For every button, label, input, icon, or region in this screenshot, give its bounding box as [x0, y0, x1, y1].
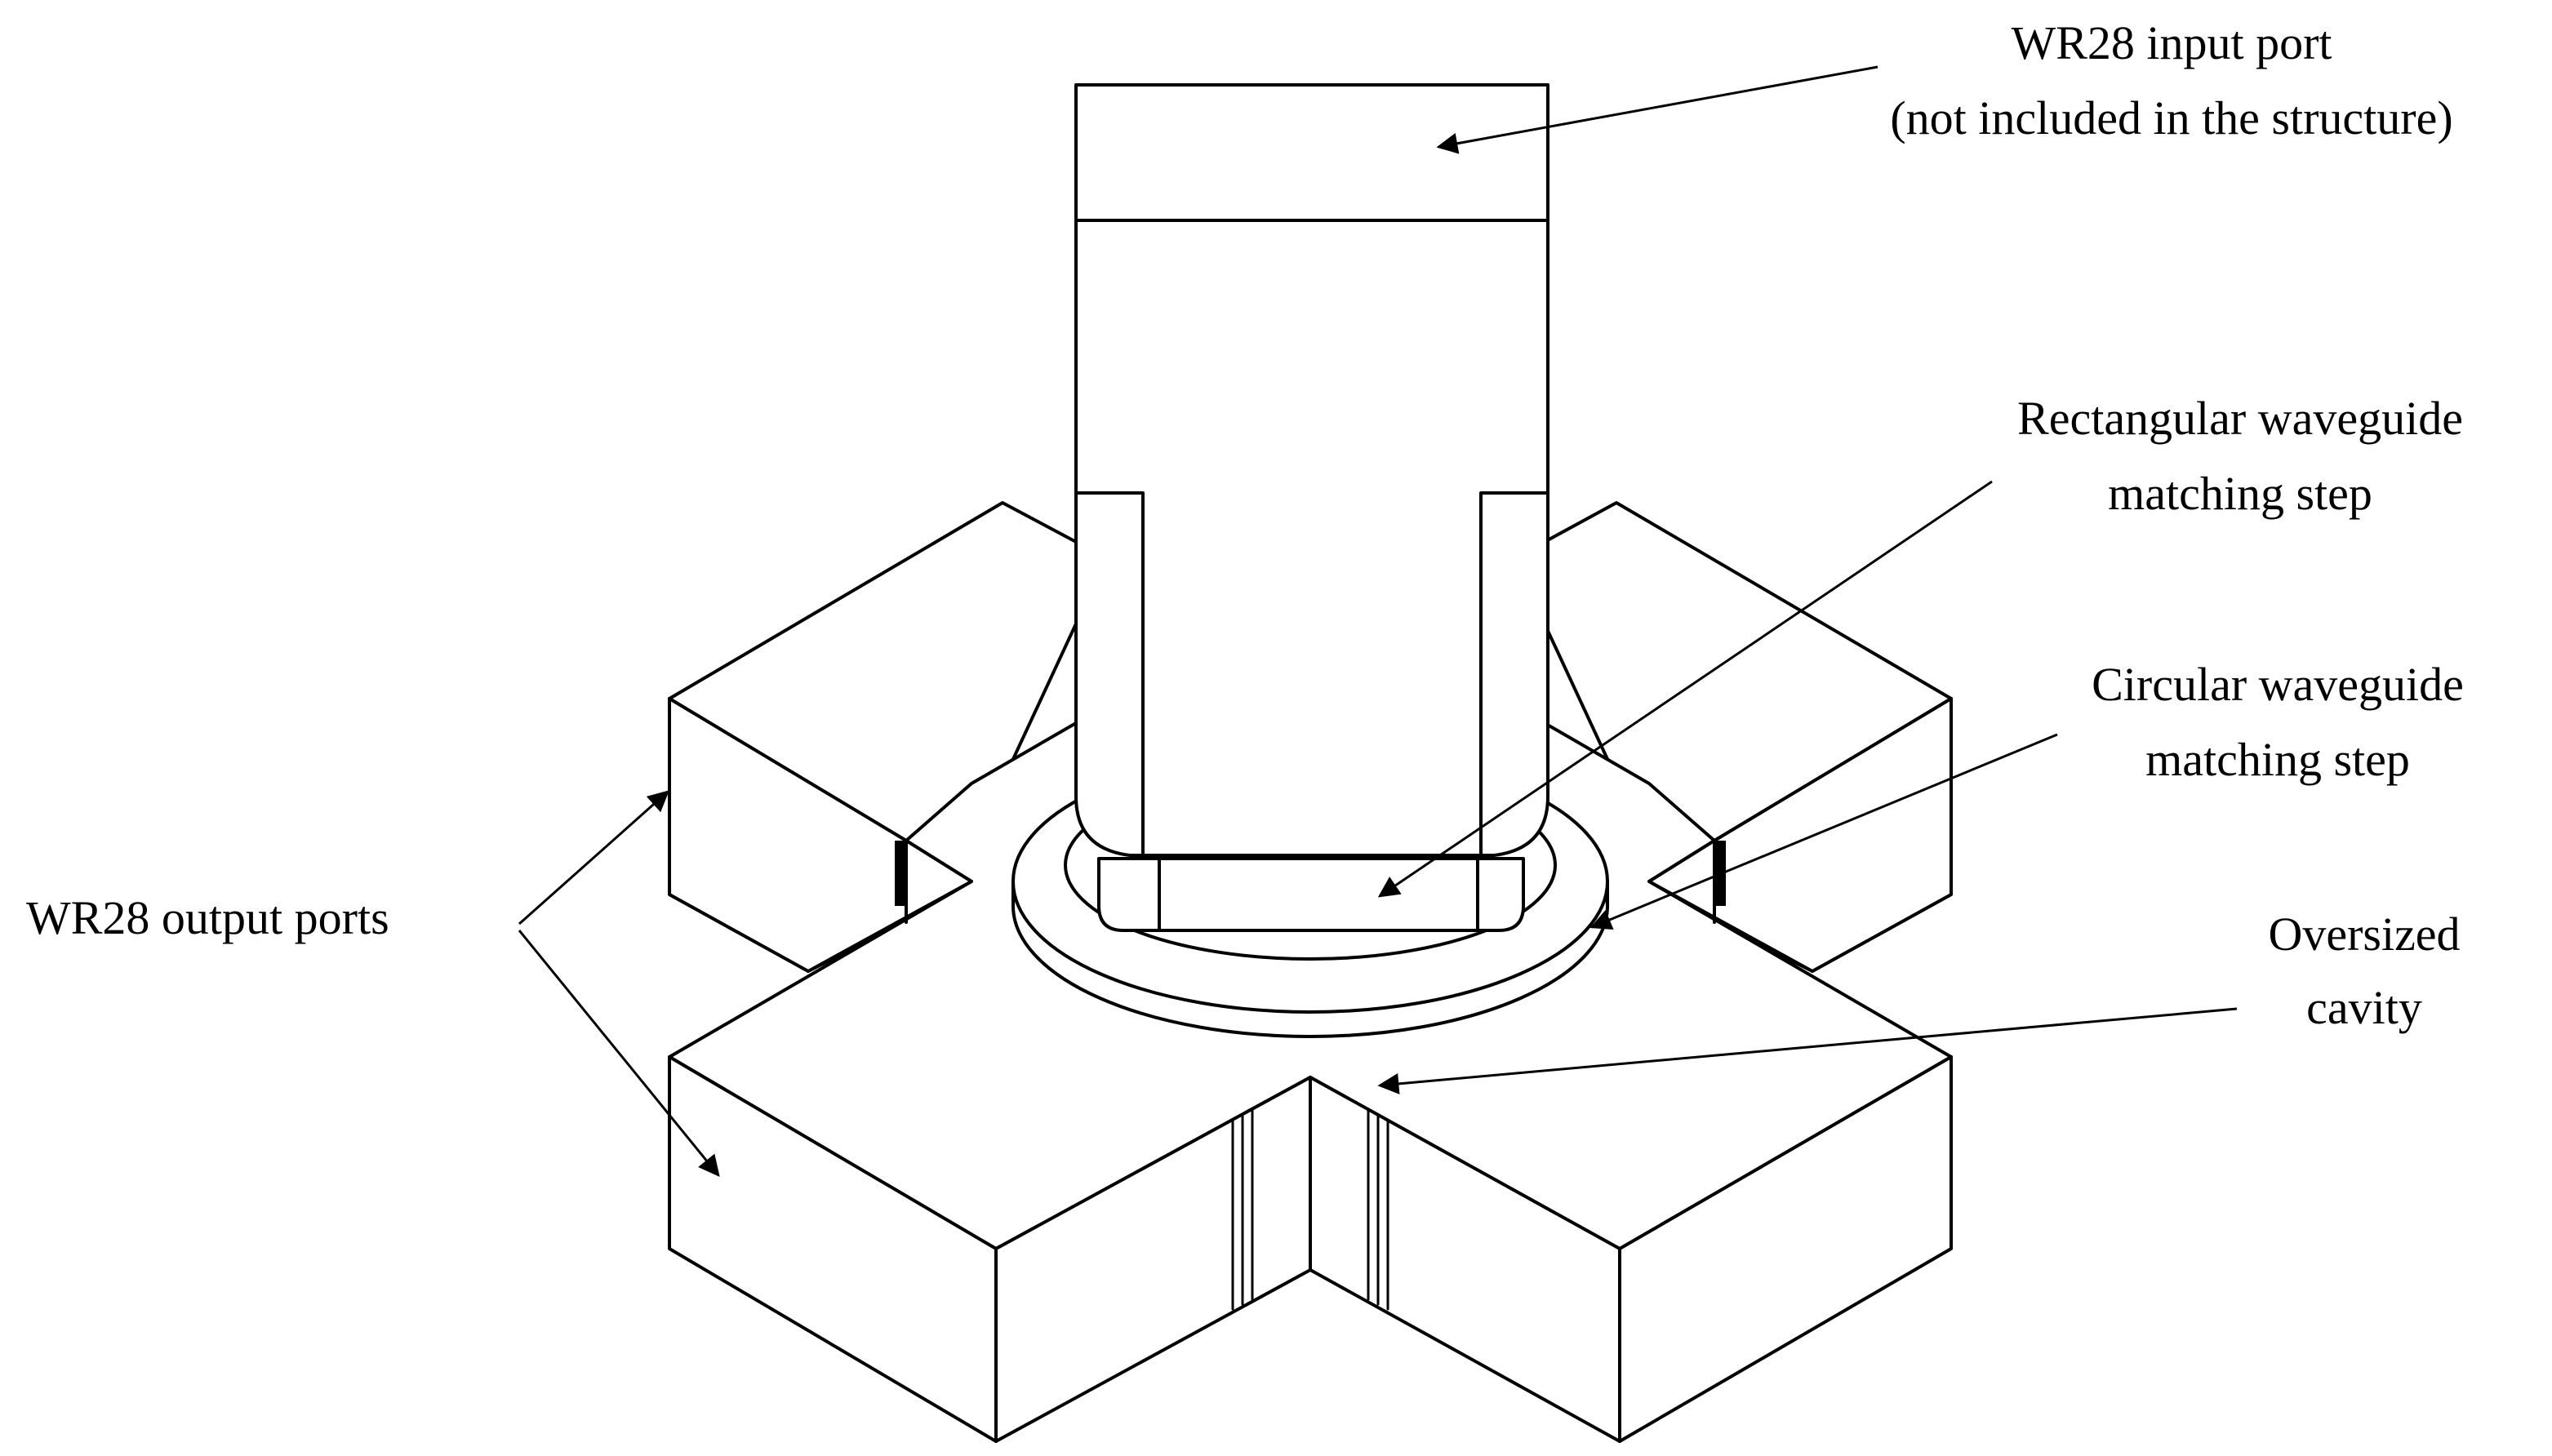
arrow-input-port	[1436, 65, 1878, 154]
back-left-port-face	[668, 697, 973, 973]
arrow-rect-step	[1377, 480, 1993, 898]
input-waveguide	[1074, 83, 1549, 857]
cavity-label-2: cavity	[2306, 981, 2422, 1034]
arrow-circ-step	[1589, 733, 2058, 930]
circ-step-label-2: matching step	[2145, 733, 2410, 786]
cavity-label-1: Oversized	[2268, 908, 2460, 961]
rectangular-matching-step	[1097, 857, 1525, 932]
back-left-step-mark	[895, 841, 906, 906]
annotation-arrows	[518, 65, 2238, 1178]
output-ports-label: WR28 output ports	[26, 891, 389, 944]
input-port-label-2: (not included in the structure)	[1890, 91, 2452, 144]
arrow-output-front	[518, 930, 720, 1178]
rect-step-label-1: Rectangular waveguide	[2017, 392, 2463, 445]
labels: WR28 input port (not included in the str…	[26, 16, 2464, 1034]
front-right-arm	[1309, 1055, 1953, 1443]
rect-step-label-2: matching step	[2108, 467, 2372, 520]
circ-step-label-1: Circular waveguide	[2092, 658, 2464, 711]
arrow-cavity	[1377, 1007, 2238, 1094]
back-right-port-face	[1647, 697, 1953, 973]
arrow-output-back	[518, 790, 669, 926]
input-port-label-1: WR28 input port	[2011, 16, 2332, 69]
front-left-arm	[668, 1055, 1312, 1443]
